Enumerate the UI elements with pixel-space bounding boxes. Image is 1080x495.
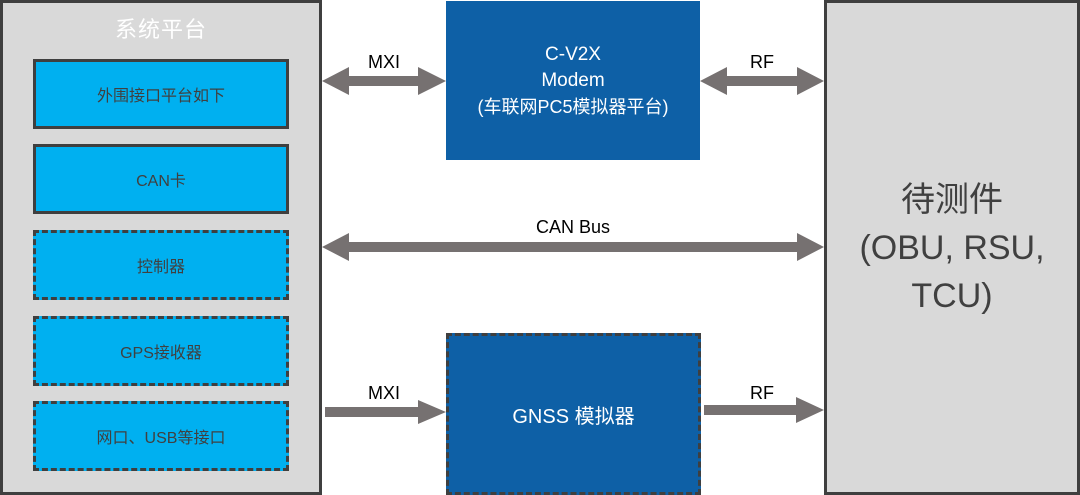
gnss-simulator-box: GNSS 模拟器 [446, 333, 701, 495]
module-can-card: CAN卡 [33, 144, 289, 214]
dut-types-line2: TCU) [911, 276, 993, 315]
dut-types-line1: (OBU, RSU, [859, 228, 1045, 267]
module-controller: 控制器 [33, 230, 289, 300]
modem-subtitle: (车联网PC5模拟器平台) [477, 96, 669, 117]
system-platform-title: 系统平台 [114, 17, 207, 42]
cv2x-modem-box: C-V2X Modem (车联网PC5模拟器平台) [446, 1, 700, 160]
mxi-arrow-bottom [325, 400, 446, 424]
rf-arrow-bottom [704, 397, 824, 423]
module-label: 网口、USB等接口 [96, 430, 226, 447]
module-label: 控制器 [136, 259, 185, 276]
rf-double-arrow-top [700, 67, 824, 95]
modem-title-line1: C-V2X [545, 43, 601, 65]
mxi-label-bottom: MXI [367, 383, 400, 403]
can-bus-double-arrow [322, 233, 824, 261]
dut-title: 待测件 [901, 180, 1003, 219]
can-bus-label: CAN Bus [535, 217, 611, 237]
module-peripheral-interface: 外围接口平台如下 [33, 59, 289, 129]
module-gps-receiver: GPS接收器 [33, 316, 289, 386]
module-label: CAN卡 [136, 173, 186, 190]
modem-title-line2: Modem [541, 69, 605, 91]
mxi-double-arrow-top [322, 67, 446, 95]
module-label: GPS接收器 [120, 345, 202, 362]
gnss-label: GNSS 模拟器 [512, 405, 635, 428]
module-label: 外围接口平台如下 [96, 88, 225, 105]
module-network-usb: 网口、USB等接口 [33, 401, 289, 471]
mxi-label-top: MXI [367, 52, 400, 72]
rf-label-bottom: RF [750, 383, 774, 403]
rf-label-top: RF [750, 52, 774, 72]
device-under-test-box: 待测件 (OBU, RSU, TCU) [824, 0, 1080, 495]
